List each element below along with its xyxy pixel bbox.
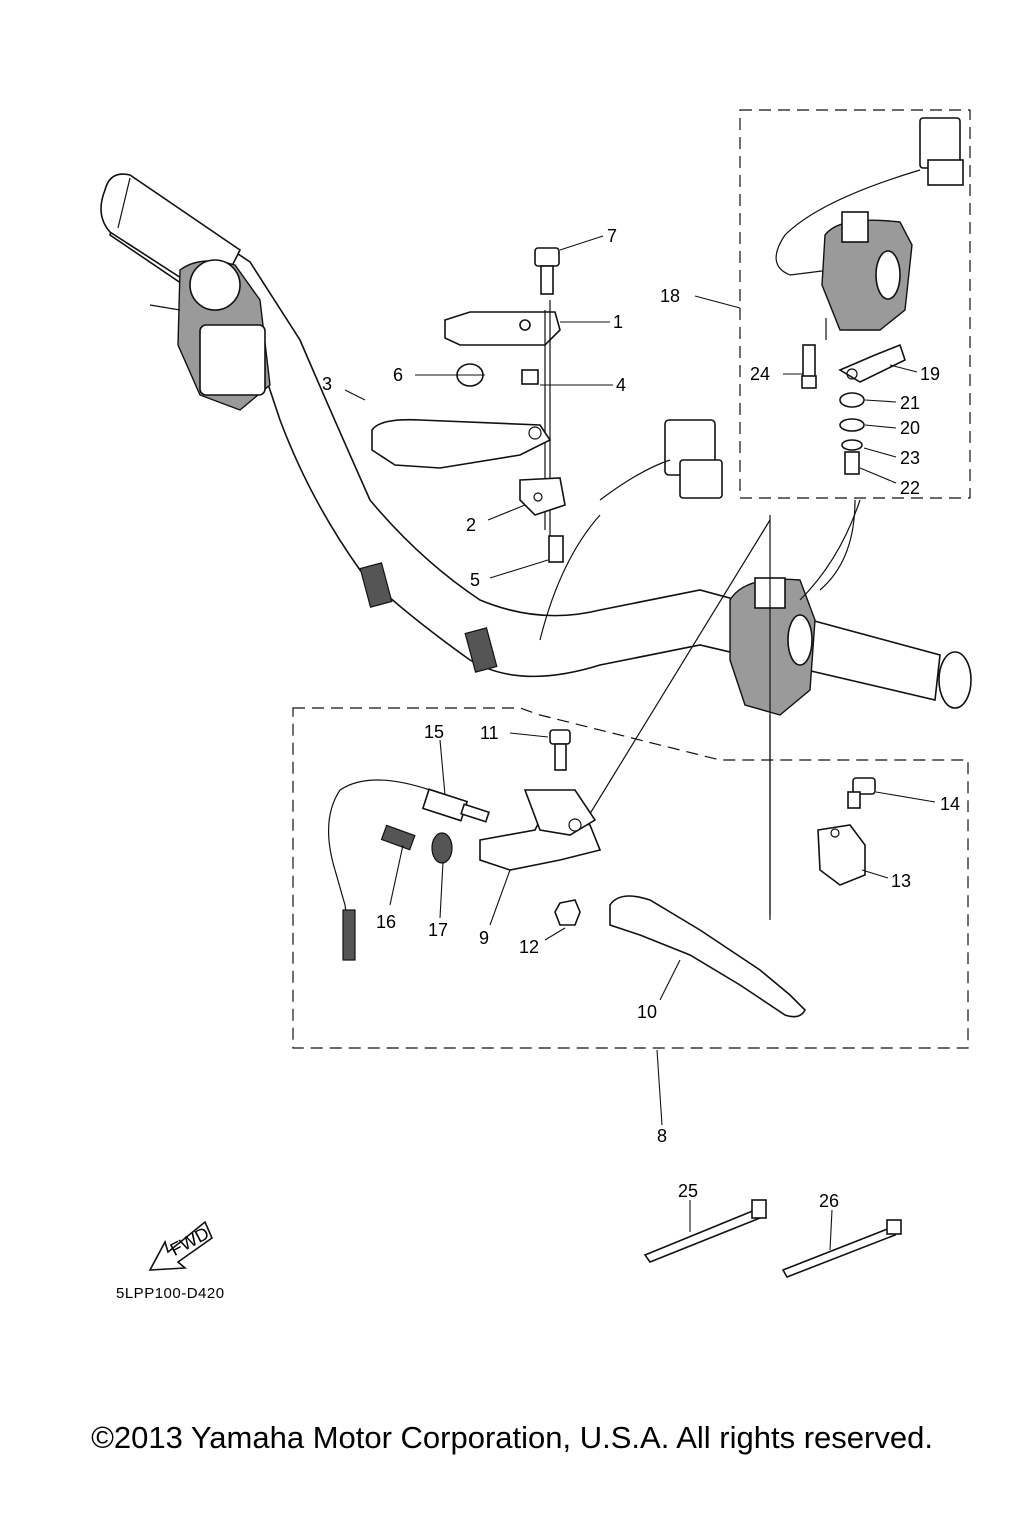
callout-4: 4: [616, 375, 626, 395]
nut-12: [554, 899, 581, 926]
callout-17: 17: [428, 920, 448, 940]
callout-8: 8: [657, 1126, 667, 1146]
callout-6: 6: [393, 365, 403, 385]
lever-3: [371, 418, 552, 469]
callout-11: 11: [480, 723, 499, 743]
callout-18: 18: [660, 286, 680, 306]
bolt-14: [847, 777, 876, 809]
callout-13: 13: [891, 871, 911, 891]
switch-on-bar: [579, 499, 861, 920]
callout-23: 23: [900, 448, 920, 468]
callout-24: 24: [750, 364, 770, 384]
callout-14: 14: [940, 794, 960, 814]
throttle-housing: [149, 259, 271, 411]
clutch-lever-box: [292, 707, 969, 1049]
band-26: [781, 1219, 902, 1278]
callout-26: 26: [819, 1191, 839, 1211]
band-25: [643, 1199, 767, 1263]
callout-10: 10: [637, 1002, 657, 1022]
locknut-17: [431, 832, 453, 864]
callout-15: 15: [424, 722, 444, 742]
callout-9: 9: [479, 928, 489, 948]
callout-2: 2: [466, 515, 476, 535]
bolt-11: [549, 729, 571, 771]
plate-2: [519, 477, 566, 516]
bolt-7: [534, 247, 560, 295]
callout-1: 1: [613, 312, 623, 332]
switch-group-box: [739, 109, 971, 591]
leader-lines: [344, 235, 936, 1251]
connector-plug: [539, 419, 723, 641]
bolt-4: [521, 369, 539, 385]
callout-21: 21: [900, 393, 920, 413]
cable-15: [328, 779, 490, 961]
callout-22: 22: [900, 478, 920, 498]
callout-labels: 7 1 4 6 3 2 5 18 24 19 21 20 23 22 15 11…: [322, 226, 960, 1211]
diagram-code: 5LPP100-D420: [116, 1285, 225, 1302]
callout-3: 3: [322, 374, 332, 394]
callout-12: 12: [519, 937, 539, 957]
copyright-notice: ©2013 Yamaha Motor Corporation, U.S.A. A…: [91, 1420, 933, 1455]
callout-5: 5: [470, 570, 480, 590]
callout-16: 16: [376, 912, 396, 932]
callout-19: 19: [920, 364, 940, 384]
holder-9: [479, 789, 602, 871]
bolt-5: [548, 535, 564, 563]
clamp-13: [817, 824, 866, 886]
callout-20: 20: [900, 418, 920, 438]
callout-25: 25: [678, 1181, 698, 1201]
hot-start-bracket: [444, 300, 561, 560]
fwd-arrow-icon: FWD: [148, 1220, 213, 1271]
lever-10: [609, 895, 806, 1018]
adjuster-16: [380, 824, 416, 851]
callout-7: 7: [607, 226, 617, 246]
